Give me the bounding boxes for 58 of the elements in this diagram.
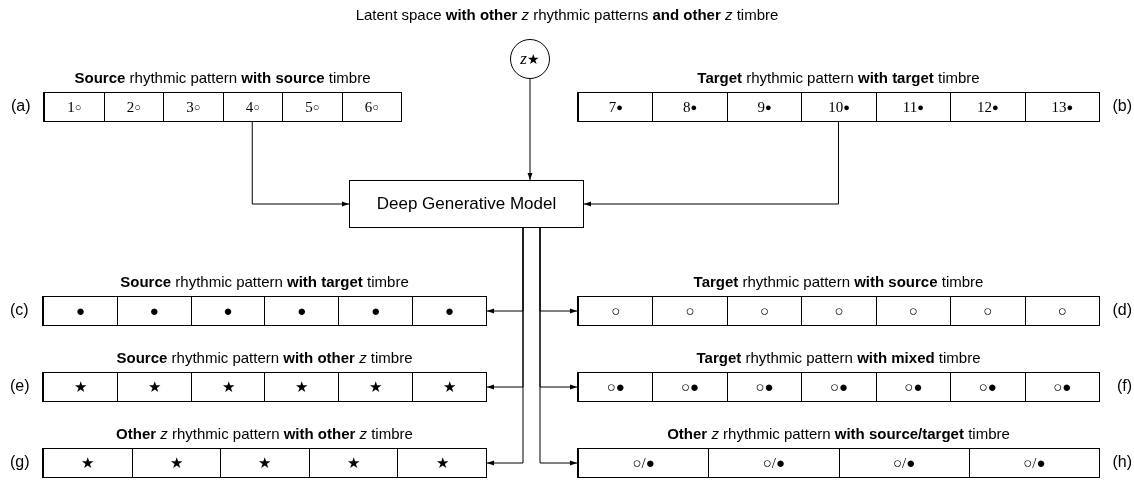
row-letter: (d) bbox=[1112, 301, 1132, 319]
sequence-cell: ★ bbox=[190, 373, 265, 401]
sequence-cell: ★ bbox=[308, 449, 398, 477]
sequence-cell: ○/● bbox=[838, 449, 969, 477]
sequence-cell: ○● bbox=[950, 373, 1025, 401]
sequence-cell: ★ bbox=[43, 373, 117, 401]
sequence-cell: ○● bbox=[875, 373, 951, 401]
sequence-cell: ○ bbox=[801, 297, 876, 325]
arrow bbox=[251, 120, 350, 207]
sequence-cell: ○/● bbox=[578, 449, 709, 477]
sequence-cell: ★ bbox=[220, 449, 309, 477]
row-letter: (e) bbox=[10, 377, 30, 395]
sequence-cell: ○● bbox=[652, 373, 727, 401]
strip-heading: Source rhythmic pattern with other z timbre bbox=[116, 349, 413, 366]
diagram-title: Latent space with other z rhythmic patterns and other z timbre bbox=[355, 6, 779, 23]
sequence-cell: ● bbox=[264, 297, 339, 325]
strip-heading: Other z rhythmic pattern with other z timbre bbox=[116, 425, 413, 442]
sequence-cell: ★ bbox=[116, 373, 191, 401]
row-letter: (b) bbox=[1112, 97, 1132, 115]
strip-heading: Target rhythmic pattern with target timbre bbox=[697, 69, 980, 86]
strip-heading: Target rhythmic pattern with mixed timbre bbox=[696, 349, 981, 366]
arrow bbox=[583, 120, 839, 207]
row-letter: (c) bbox=[10, 301, 29, 319]
sequence-cell: ● bbox=[116, 297, 191, 325]
row-letter: (f) bbox=[1116, 377, 1132, 395]
sequence-cell: ○/● bbox=[968, 449, 1099, 477]
sequence-cell: ○● bbox=[726, 373, 802, 401]
arrow bbox=[486, 227, 524, 466]
sequence-cell: ○● bbox=[1024, 373, 1099, 401]
sequence-cell: ○ bbox=[726, 297, 802, 325]
sequence-cell: ● bbox=[190, 297, 265, 325]
sequence-cell: ● bbox=[412, 297, 486, 325]
sequence-cell: ○● bbox=[801, 373, 876, 401]
row-letter: (g) bbox=[10, 453, 30, 471]
sequence-cell: ★ bbox=[264, 373, 339, 401]
sequence-cell: ★ bbox=[43, 449, 132, 477]
arrow bbox=[527, 78, 533, 181]
model-box: Deep Generative Model bbox=[349, 180, 584, 228]
strip-heading: Other z rhythmic pattern with source/target timbre bbox=[667, 425, 1010, 442]
sequence-cell: ● bbox=[43, 297, 117, 325]
sequence-cell: ★ bbox=[412, 373, 486, 401]
sequence-cell: ★ bbox=[131, 449, 221, 477]
sequence-cell: ○ bbox=[652, 297, 727, 325]
arrow bbox=[539, 227, 578, 466]
sequence-cell: ○● bbox=[578, 373, 653, 401]
strip-heading: Source rhythmic pattern with source timbre bbox=[74, 69, 371, 86]
row-letter: (h) bbox=[1112, 453, 1132, 471]
sequence-cell: ○ bbox=[875, 297, 951, 325]
sequence-cell: ★ bbox=[397, 449, 486, 477]
sequence-cell: ○ bbox=[1024, 297, 1099, 325]
sequence-cell: ○ bbox=[578, 297, 653, 325]
row-letter: (a) bbox=[11, 97, 31, 115]
sequence-cell: ● bbox=[338, 297, 413, 325]
sequence-cell: ○/● bbox=[708, 449, 839, 477]
strip-heading: Target rhythmic pattern with source timbre bbox=[693, 273, 984, 290]
strip-heading: Source rhythmic pattern with target timbre bbox=[120, 273, 409, 290]
sequence-cell: ★ bbox=[338, 373, 413, 401]
sequence-cell: ○ bbox=[950, 297, 1025, 325]
